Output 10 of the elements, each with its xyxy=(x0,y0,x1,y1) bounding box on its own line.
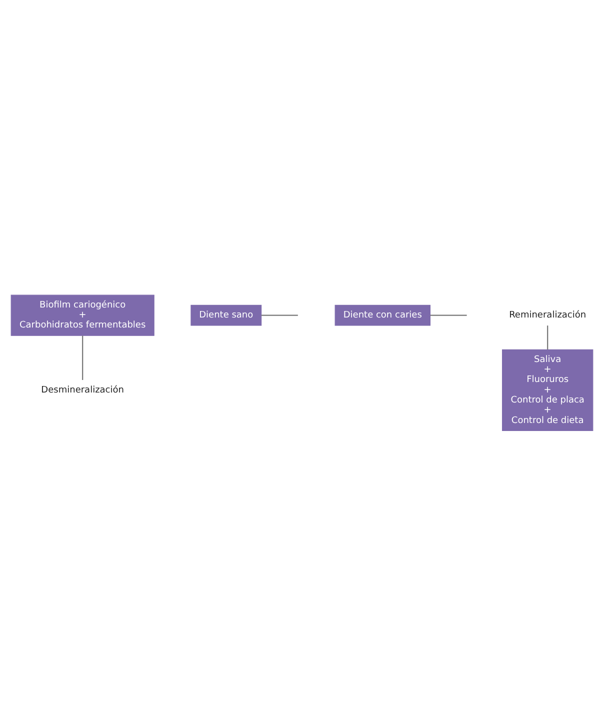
connector xyxy=(430,314,467,316)
connector xyxy=(547,325,548,350)
node-text: Desmineralización xyxy=(41,384,124,395)
node-box: Biofilm cariogénico + Carbohidratos fermentables xyxy=(10,294,154,336)
node-box: Diente sano xyxy=(190,304,262,326)
connector xyxy=(261,314,298,316)
node-box: Diente con caries xyxy=(334,304,430,326)
node-box: Saliva + Fluoruros + Control de placa + Control de dieta xyxy=(502,348,594,431)
connector xyxy=(82,335,84,380)
node-text: Remineralización xyxy=(509,310,586,320)
